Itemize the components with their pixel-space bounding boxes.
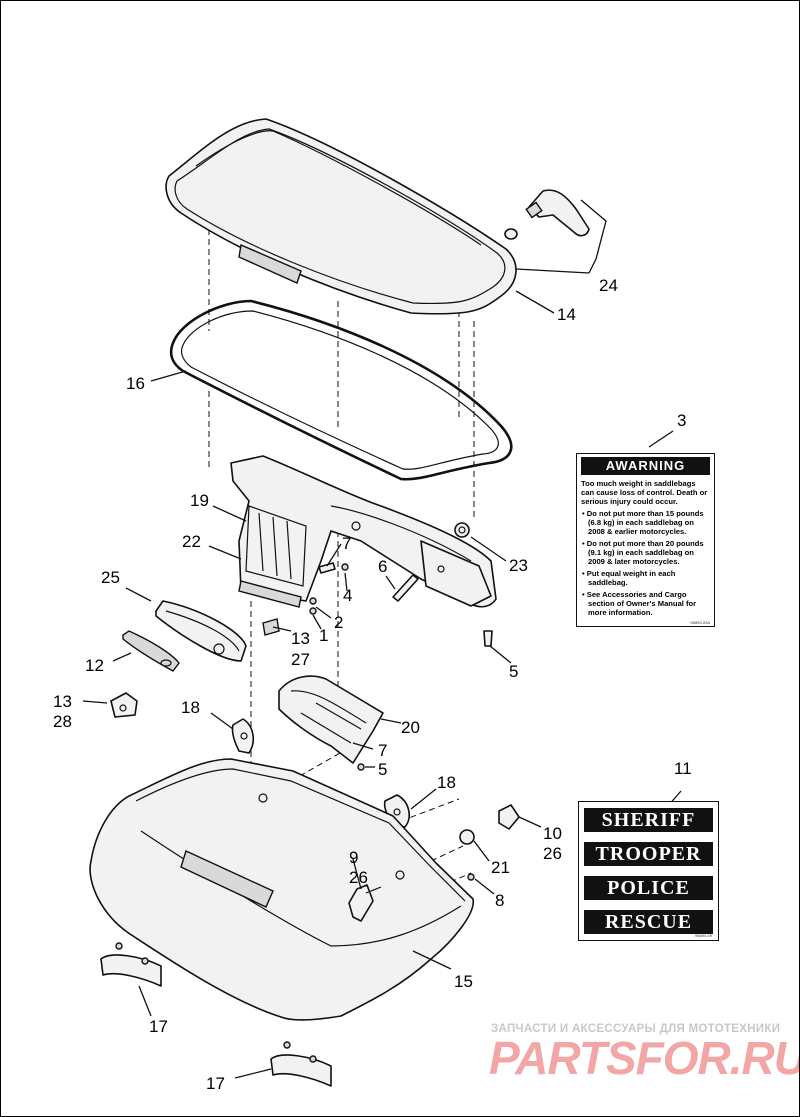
mounting-block-right (270, 1041, 332, 1087)
callout-28: 28 (53, 712, 72, 731)
callout-2: 2 (334, 613, 343, 632)
warning-label: AWARNING Too much weight in saddlebags c… (576, 453, 715, 627)
callout-1: 1 (319, 626, 328, 645)
reflector (122, 630, 180, 672)
warning-label-item: • Do not put more than 15 pounds (6.8 kg… (582, 509, 704, 536)
callout-16: 16 (126, 374, 145, 393)
callout-19: 19 (190, 491, 209, 510)
callout-26-right: 26 (543, 844, 562, 863)
callout-11: 11 (674, 759, 692, 778)
callout-7-upper: 7 (342, 534, 351, 553)
callout-10: 10 (543, 824, 562, 843)
mounting-block-left (100, 942, 162, 987)
callout-22: 22 (182, 532, 201, 551)
decal-sheriff: SHERIFF (584, 808, 713, 832)
callout-3: 3 (677, 411, 686, 430)
callout-18-left: 18 (181, 698, 200, 717)
callout-20: 20 (401, 718, 420, 737)
lid-inner-frame (230, 455, 497, 608)
saddlebag-body (89, 758, 474, 1021)
decal-trooper: TROOPER (584, 842, 713, 866)
mount-tab (498, 804, 520, 830)
callout-9: 9 (349, 848, 358, 867)
decal-set: SHERIFF TROOPER POLICE RESCUE 96894-09 (578, 801, 719, 941)
watermark-brand: PARTSFOR.RU (489, 1032, 800, 1084)
callout-13-lower: 13 (53, 692, 72, 711)
callout-15: 15 (454, 972, 473, 991)
latch-hook-left (231, 718, 255, 754)
callout-21: 21 (491, 858, 510, 877)
lid-latch-handle (504, 189, 590, 240)
warning-label-item: • Put equal weight in each saddlebag. (582, 569, 676, 587)
callout-numbers: 24 14 16 3 19 22 7 23 6 4 25 2 1 13 27 1… (53, 276, 692, 1093)
watermark-tagline: ЗАПЧАСТИ И АКСЕССУАРЫ ДЛЯ МОТОТЕХНИКИ (491, 1023, 781, 1035)
lid-gasket (169, 299, 513, 481)
callout-17-upper: 17 (149, 1017, 168, 1036)
warning-label-heading: AWARNING (581, 457, 710, 475)
reflector-housing (155, 600, 247, 662)
latch-knob (348, 884, 382, 922)
callout-8: 8 (495, 891, 504, 910)
callout-25: 25 (101, 568, 120, 587)
callout-6: 6 (378, 557, 387, 576)
heat-shield (278, 675, 384, 764)
callout-27: 27 (291, 650, 310, 669)
decal-police: POLICE (584, 876, 713, 900)
warning-label-code: 96893-09A (690, 620, 710, 625)
callout-18-right: 18 (437, 773, 456, 792)
callout-13-upper: 13 (291, 629, 310, 648)
decal-set-code: 96894-09 (695, 933, 712, 938)
callout-5-upper: 5 (509, 662, 518, 681)
warning-label-item: • Do not put more than 20 pounds (9.1 kg… (582, 539, 704, 566)
decal-rescue: RESCUE (584, 910, 713, 934)
callout-5-lower: 5 (378, 760, 387, 779)
callout-4: 4 (343, 586, 352, 605)
callout-26-center: 26 (349, 868, 368, 887)
callout-12: 12 (85, 656, 104, 675)
leader-lines (82, 199, 682, 1079)
callout-23: 23 (509, 556, 528, 575)
callout-7-lower: 7 (378, 741, 387, 760)
warning-label-intro: Too much weight in saddlebags can cause … (581, 479, 708, 506)
callout-17-lower: 17 (206, 1074, 225, 1093)
mounting-clip (110, 692, 138, 718)
callout-24: 24 (599, 276, 618, 295)
saddlebag-lid (165, 118, 517, 315)
callout-14: 14 (557, 305, 576, 324)
warning-label-item: • See Accessories and Cargo section of O… (582, 590, 697, 617)
